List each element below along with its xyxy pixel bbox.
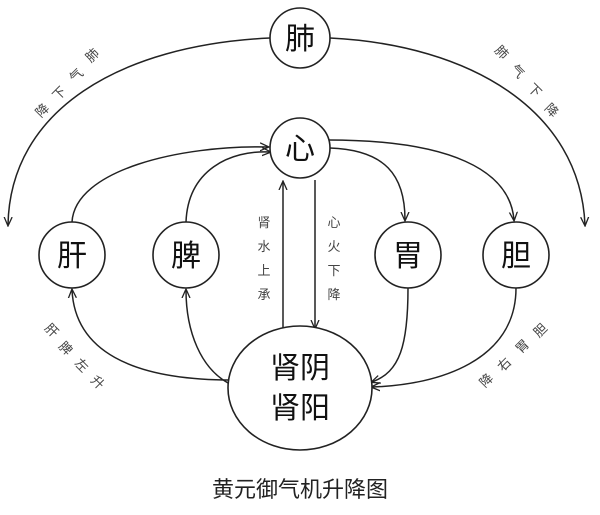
label-gallbladder: 胆 [501, 239, 531, 274]
node-spleen [152, 221, 220, 289]
label-lung-right-char: 下 [524, 81, 544, 101]
label-kidney-water-char: 上 [257, 264, 270, 279]
node-kidney [227, 325, 373, 451]
node-stomach [374, 221, 442, 289]
arrow-heart-gallbladder [327, 139, 514, 220]
arrow-lung-right [329, 37, 585, 225]
label-kidney-water-char: 承 [257, 288, 270, 303]
label-liver: 肝 [57, 239, 87, 274]
arrow-liver-heart [71, 147, 268, 223]
node-lung [269, 7, 331, 69]
node-heart [269, 117, 331, 179]
label-kidney-water-char: 肾 [257, 216, 270, 231]
label-heart: 心 [285, 132, 315, 167]
label-lung-left-char: 下 [50, 84, 70, 104]
label-gall-stomach-char: 胃 [513, 337, 533, 357]
label-liver-spleen-char: 脾 [55, 339, 75, 359]
arrow-kidney-liver [72, 290, 233, 381]
label-lung-right-char: 气 [507, 61, 528, 82]
arrow-stomach-kidney [372, 287, 409, 382]
label-kidney-yin: 肾阴 [270, 351, 330, 386]
label-liver-spleen-char: 肝 [41, 321, 61, 341]
arrow-gallbladder-kidney [372, 287, 517, 387]
label-lung-left-char: 气 [66, 65, 87, 86]
label-heart-fire-char: 降 [327, 288, 340, 303]
label-spleen: 脾 [171, 239, 201, 274]
label-liver-spleen-char: 左 [71, 356, 91, 376]
label-heart-fire-char: 下 [327, 264, 340, 279]
label-gall-stomach-char: 胆 [531, 321, 551, 341]
label-heart-fire-char: 火 [327, 240, 340, 255]
arrow-kidney-spleen [186, 290, 233, 386]
node-gallbladder [482, 221, 550, 289]
label-liver-spleen-char: 升 [87, 373, 107, 393]
label-lung-right-char: 降 [541, 101, 561, 121]
label-lung: 肺 [285, 22, 315, 57]
label-stomach: 胃 [393, 239, 423, 274]
arrow-lung-left [8, 37, 271, 225]
label-lung-left-char: 肺 [83, 46, 103, 66]
arrow-spleen-heart [185, 152, 270, 223]
arrow-heart-stomach [329, 147, 405, 220]
label-heart-fire-char: 心 [327, 216, 340, 231]
label-gall-stomach-char: 降 [477, 371, 497, 391]
label-gall-stomach-char: 右 [495, 355, 515, 375]
caption: 黄元御气机升降图 [212, 478, 388, 503]
label-lung-right-char: 肺 [491, 43, 511, 63]
label-kidney-water-char: 水 [257, 240, 270, 255]
label-lung-left-char: 降 [33, 101, 53, 121]
label-kidney-yang: 肾阳 [270, 391, 330, 426]
node-liver [38, 221, 106, 289]
